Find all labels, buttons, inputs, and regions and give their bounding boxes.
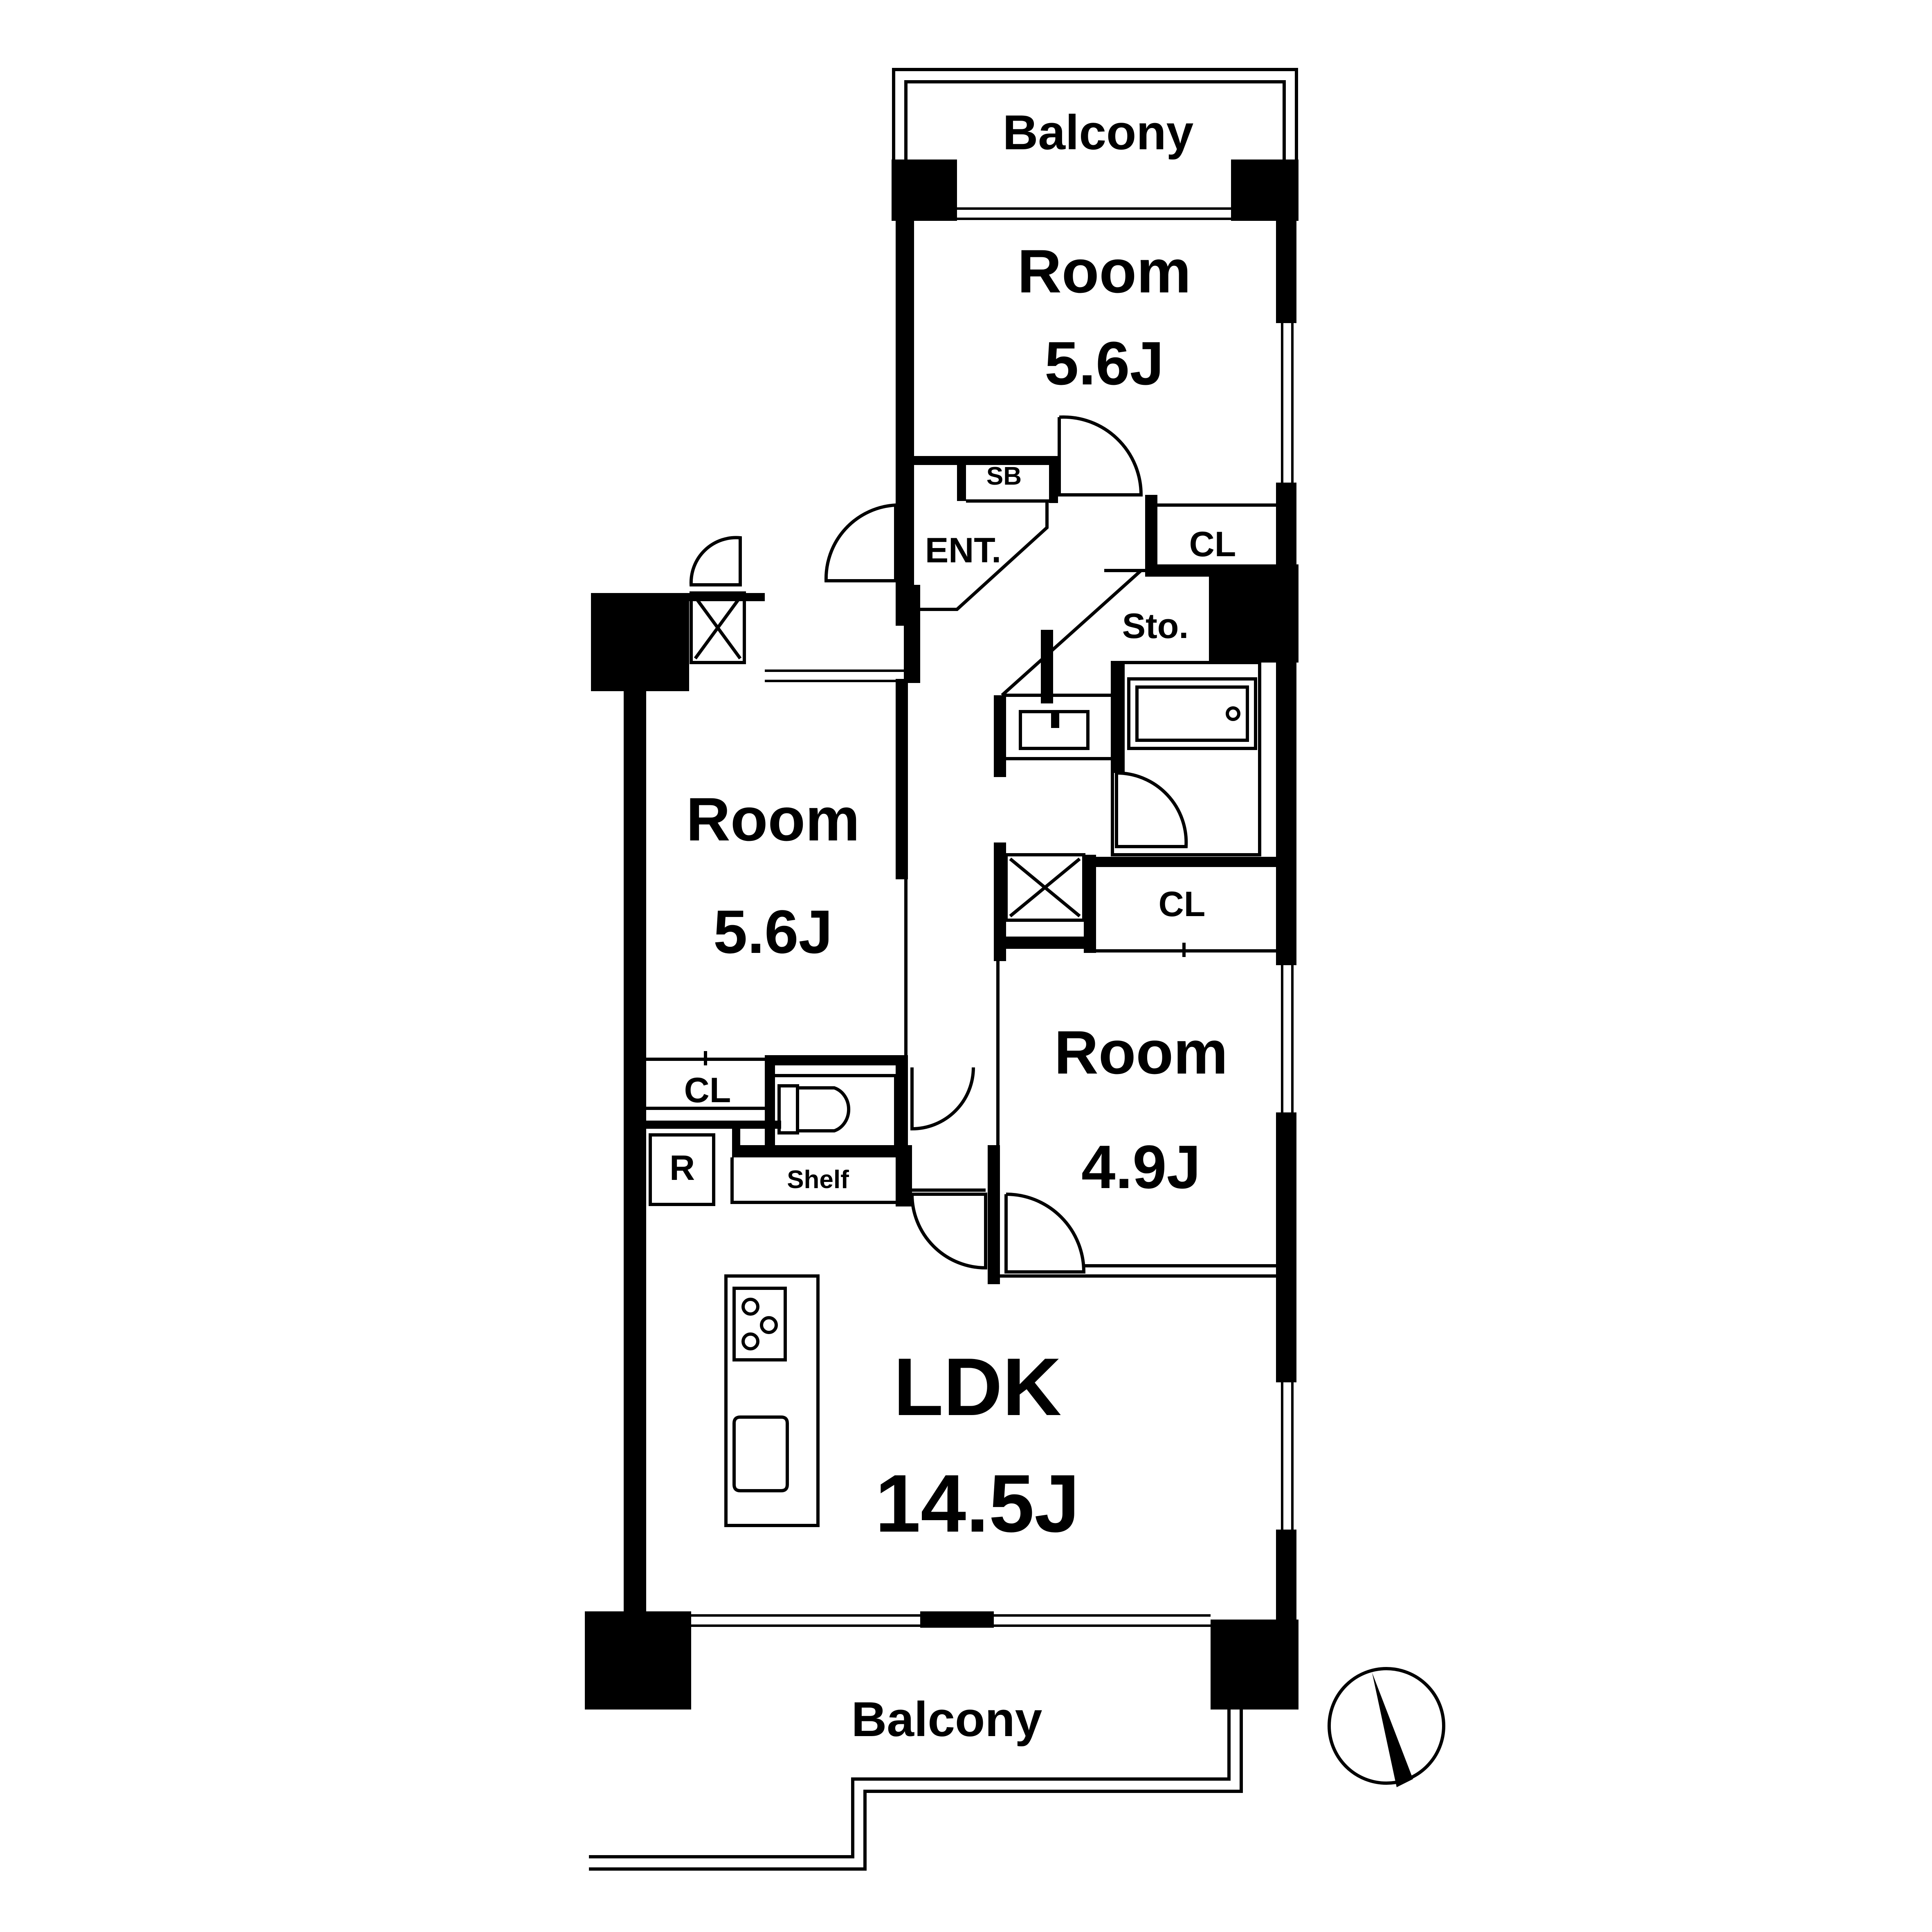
storage-label: Sto.	[1122, 607, 1188, 646]
interior-partitions	[646, 456, 1280, 1284]
balcony-top-label: Balcony	[1003, 105, 1194, 160]
closet-top-label: CL	[1189, 525, 1236, 564]
ldk-name: LDK	[893, 1341, 1061, 1433]
north-arrow-icon	[1328, 1667, 1445, 1787]
room-left-name: Room	[686, 785, 860, 854]
balcony-top-railing	[892, 68, 1298, 164]
closet-left-label: CL	[684, 1071, 731, 1110]
entrance-label: ENT.	[925, 531, 1001, 570]
closet-mid-label: CL	[1159, 885, 1206, 924]
kitchen-counter	[724, 1274, 820, 1527]
ldk-size: 14.5J	[875, 1458, 1080, 1549]
doors	[689, 415, 1188, 1274]
structural-columns	[585, 160, 1298, 1710]
refrigerator-label: R	[669, 1148, 695, 1188]
windows	[691, 207, 1294, 1628]
shoe-box-label: SB	[986, 462, 1022, 490]
shelf-label: Shelf	[787, 1166, 849, 1194]
room-right-size: 4.9J	[1081, 1132, 1201, 1201]
room-top-name: Room	[1018, 237, 1191, 306]
room-top-size: 5.6J	[1045, 329, 1164, 398]
balcony-bottom-label: Balcony	[851, 1692, 1042, 1747]
exterior-walls	[624, 217, 1296, 1624]
room-left-size: 5.6J	[713, 897, 833, 966]
balcony-bottom-railing	[589, 1710, 1243, 1871]
room-right-name: Room	[1054, 1018, 1228, 1087]
